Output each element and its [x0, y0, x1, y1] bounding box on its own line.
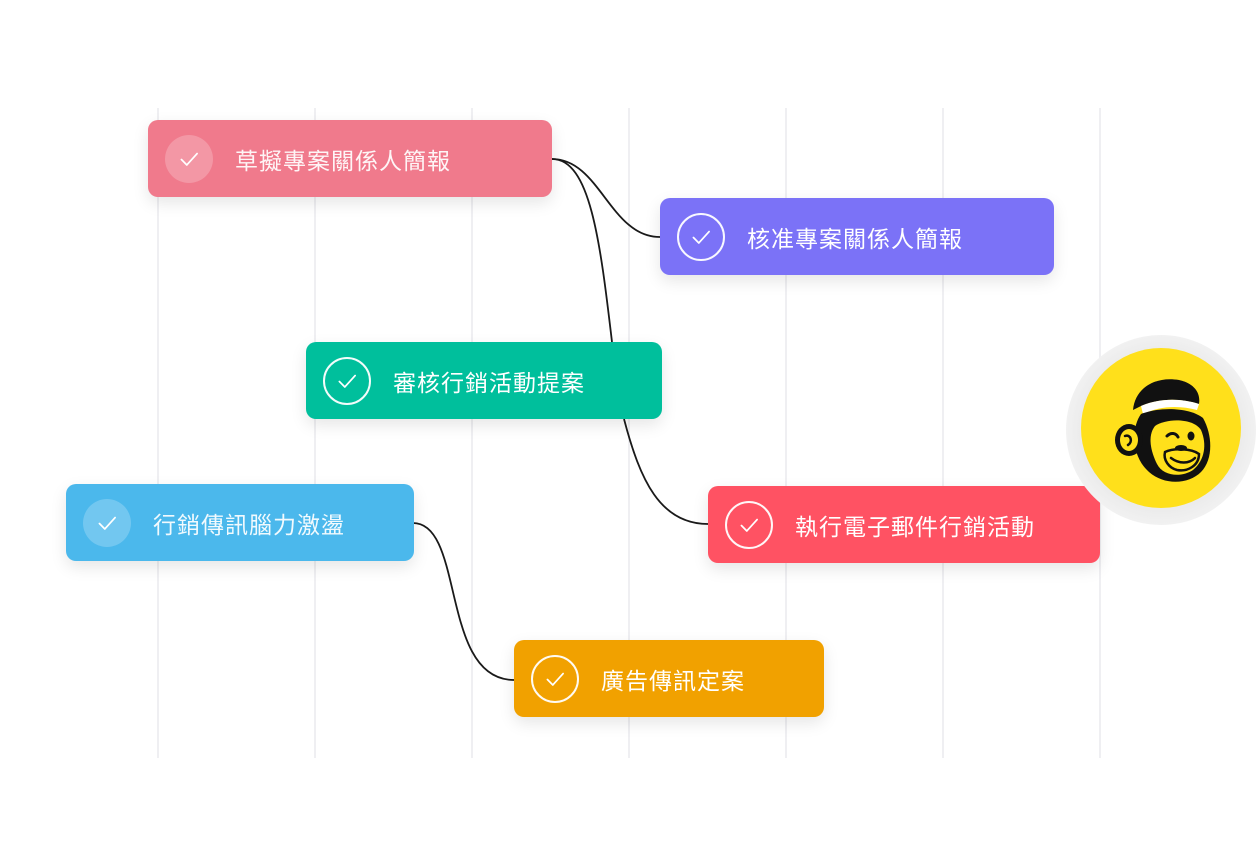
- task-label: 行銷傳訊腦力激盪: [153, 512, 345, 539]
- check-icon[interactable]: [677, 212, 725, 261]
- check-icon[interactable]: [531, 654, 579, 703]
- dependency-line: [623, 418, 709, 525]
- task-card-approve-stakeholder-brief[interactable]: 核准專案關係人簡報: [660, 198, 1054, 275]
- task-card-review-campaign-proposal[interactable]: 審核行銷活動提案: [306, 342, 662, 419]
- task-card-finalize-ad-messaging[interactable]: 廣告傳訊定案: [514, 640, 824, 717]
- timeline-gridline: [471, 108, 473, 758]
- mailchimp-logo-icon: [1081, 348, 1241, 508]
- timeline-gridline: [628, 108, 630, 758]
- timeline-gridline: [157, 108, 159, 758]
- dependency-line: [412, 522, 515, 681]
- timeline-gridline: [785, 108, 787, 758]
- task-card-draft-stakeholder-brief[interactable]: 草擬專案關係人簡報: [148, 120, 552, 197]
- task-label: 廣告傳訊定案: [601, 668, 745, 695]
- task-label: 草擬專案關係人簡報: [235, 148, 451, 175]
- check-icon[interactable]: [165, 134, 213, 183]
- check-icon[interactable]: [83, 498, 131, 547]
- dependency-line: [551, 158, 661, 238]
- task-label: 核准專案關係人簡報: [747, 226, 963, 253]
- task-label: 執行電子郵件行銷活動: [795, 514, 1035, 541]
- check-icon[interactable]: [725, 500, 773, 549]
- timeline-gridline: [314, 108, 316, 758]
- task-label: 審核行銷活動提案: [393, 370, 585, 397]
- dependency-line: [551, 158, 613, 343]
- check-icon[interactable]: [323, 356, 371, 405]
- task-card-run-email-campaign[interactable]: 執行電子郵件行銷活動: [708, 486, 1100, 563]
- task-card-brainstorm-messaging[interactable]: 行銷傳訊腦力激盪: [66, 484, 414, 561]
- timeline-gridline: [942, 108, 944, 758]
